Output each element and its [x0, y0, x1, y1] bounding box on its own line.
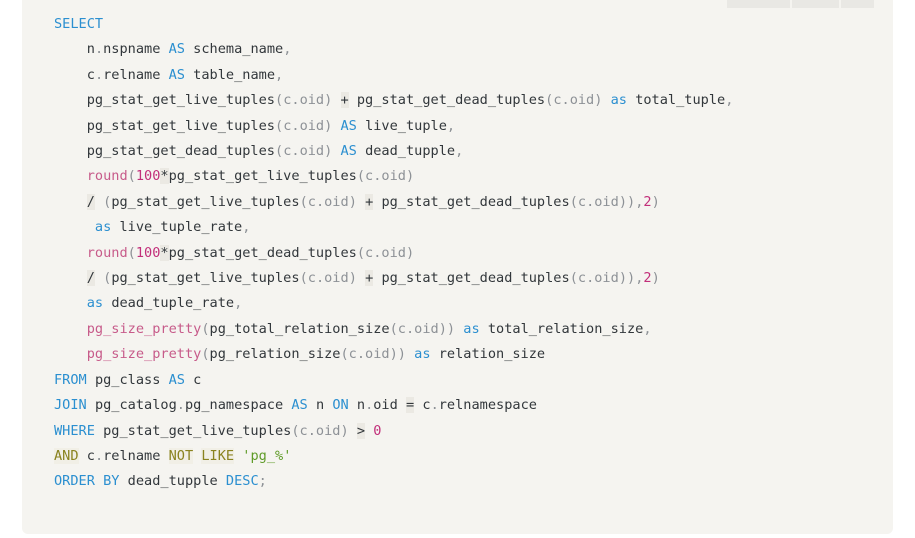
code-area[interactable]: SELECT n.nspname AS schema_name, c.relna…: [22, 0, 893, 509]
toolbar-button-1[interactable]: [727, 0, 790, 8]
sql-code-block: SELECT n.nspname AS schema_name, c.relna…: [22, 0, 893, 534]
code-block-toolbar: [727, 0, 874, 8]
sql-source-text[interactable]: SELECT n.nspname AS schema_name, c.relna…: [22, 12, 893, 495]
sql-source-code: SELECT n.nspname AS schema_name, c.relna…: [54, 16, 734, 490]
toolbar-button-3[interactable]: [841, 0, 874, 8]
toolbar-button-2[interactable]: [792, 0, 839, 8]
